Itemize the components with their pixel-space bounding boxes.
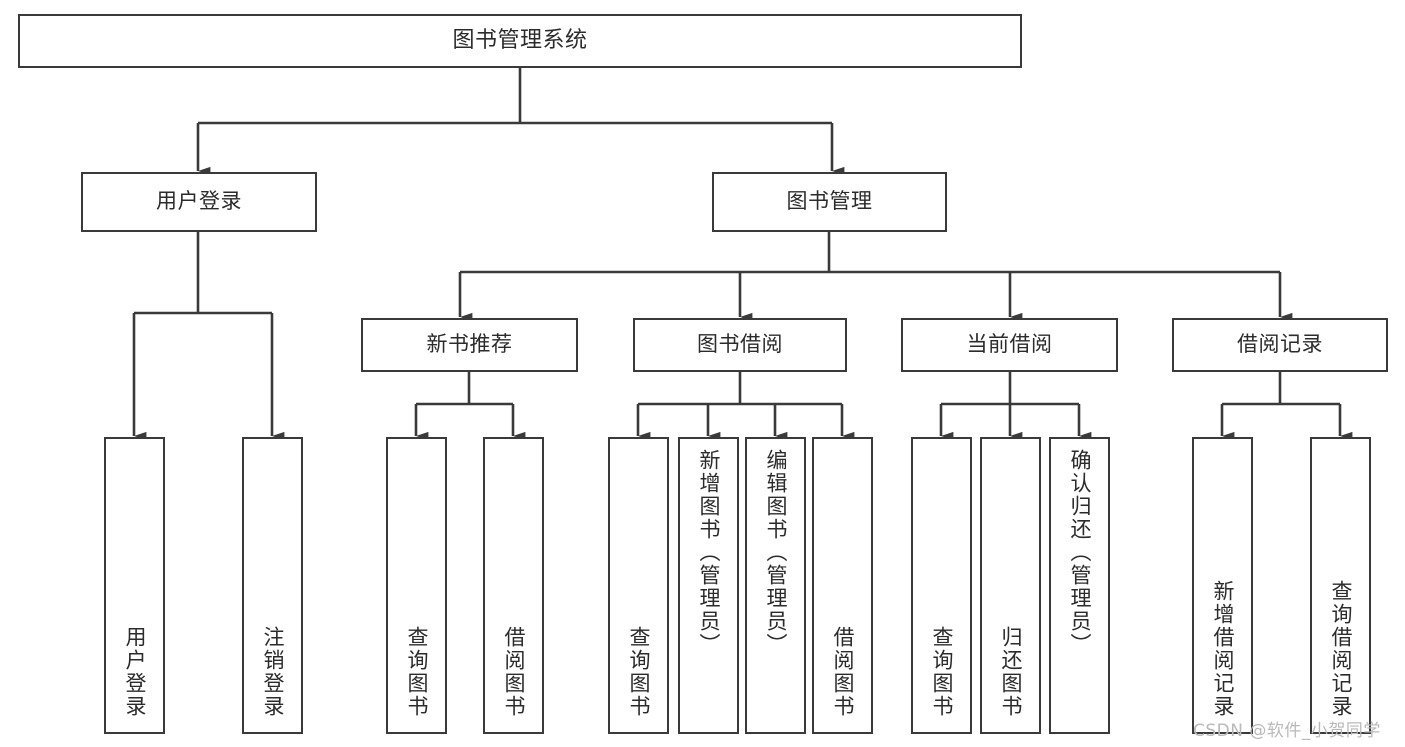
- leaf-borrow-records-query-record[interactable]: 查询借阅记录: [1310, 437, 1371, 734]
- leaf-user-login-login[interactable]: 用户登录: [104, 437, 165, 734]
- leaf-book-borrow-add-book-admin[interactable]: 新增图书（管理员）: [678, 437, 739, 734]
- node-label: 确认归还（管理员）: [1068, 449, 1092, 656]
- node-label: 归还图书: [999, 626, 1023, 718]
- node-label: 当前借阅: [966, 332, 1053, 357]
- node-label: 用户登录: [156, 189, 242, 214]
- node-label: 注销登录: [261, 626, 285, 718]
- node-label: 图书管理: [786, 189, 873, 214]
- leaf-borrow-records-add-record[interactable]: 新增借阅记录: [1192, 437, 1253, 734]
- node-label: 图书管理系统: [452, 27, 588, 53]
- node-label: 借阅记录: [1237, 332, 1323, 357]
- leaf-book-borrow-borrow-book[interactable]: 借阅图书: [812, 437, 873, 734]
- leaf-user-login-logout[interactable]: 注销登录: [242, 437, 303, 734]
- csdn-watermark: CSDN @软件_小贺同学: [1193, 721, 1381, 741]
- leaf-current-borrow-confirm-return-admin[interactable]: 确认归还（管理员）: [1049, 437, 1110, 734]
- node-label: 新增借阅记录: [1211, 580, 1235, 718]
- node-label: 借阅图书: [831, 626, 855, 718]
- node-label: 查询图书: [930, 626, 954, 718]
- leaf-current-borrow-return-book[interactable]: 归还图书: [980, 437, 1041, 734]
- node-root-book-management-system[interactable]: 图书管理系统: [18, 14, 1022, 68]
- node-label: 新增图书（管理员）: [697, 449, 721, 656]
- node-current-borrow[interactable]: 当前借阅: [901, 318, 1118, 372]
- node-label: 用户登录: [123, 626, 147, 718]
- node-book-borrow[interactable]: 图书借阅: [633, 318, 847, 372]
- leaf-book-borrow-edit-book-admin[interactable]: 编辑图书（管理员）: [745, 437, 806, 734]
- node-label: 查询图书: [627, 626, 651, 718]
- leaf-new-book-query-book[interactable]: 查询图书: [386, 437, 447, 734]
- node-label: 新书推荐: [426, 332, 513, 357]
- node-new-book-recommend[interactable]: 新书推荐: [361, 318, 578, 372]
- node-label: 图书借阅: [697, 332, 783, 357]
- leaf-current-borrow-query-book[interactable]: 查询图书: [911, 437, 972, 734]
- node-borrow-records[interactable]: 借阅记录: [1172, 318, 1388, 372]
- leaf-new-book-borrow-book[interactable]: 借阅图书: [483, 437, 544, 734]
- node-book-management[interactable]: 图书管理: [712, 172, 947, 232]
- node-label: 编辑图书（管理员）: [764, 449, 788, 656]
- node-label: 查询借阅记录: [1329, 580, 1353, 718]
- node-label: 借阅图书: [502, 626, 526, 718]
- node-label: 查询图书: [405, 626, 429, 718]
- leaf-book-borrow-query-book[interactable]: 查询图书: [608, 437, 669, 734]
- node-user-login[interactable]: 用户登录: [81, 172, 317, 232]
